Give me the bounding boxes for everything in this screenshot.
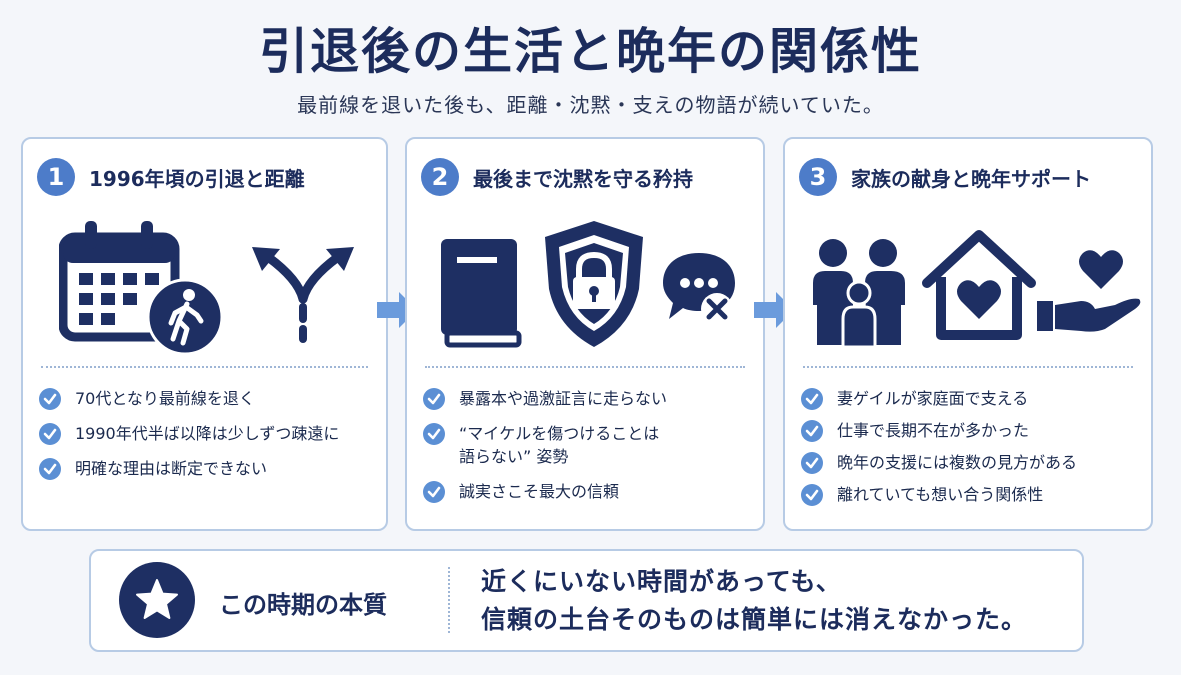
walking-person-icon bbox=[146, 278, 224, 356]
check-icon bbox=[423, 423, 445, 445]
list-item: 誠実さこそ最大の信頼 bbox=[423, 480, 755, 503]
list-item-text: 1990年代半ば以降は少しずつ疎遠に bbox=[75, 424, 340, 443]
page-title: 引退後の生活と晩年の関係性 bbox=[258, 23, 922, 80]
list-item: 明確な理由は断定できない bbox=[39, 457, 378, 480]
list-item: 仕事で長期不在が多かった bbox=[801, 419, 1143, 442]
summary-box: この時期の本質 近くにいない時間があっても、 信頼の土台そのものは簡単には消えな… bbox=[89, 549, 1084, 652]
list-item-line: “マイケルを傷つけることは bbox=[459, 424, 660, 443]
card-bullet-list: 暴露本や過激証言に走らない “マイケルを傷つけることは語らない” 姿勢 誠実さこ… bbox=[423, 387, 755, 515]
card-title: 家族の献身と晩年サポート bbox=[851, 166, 1091, 191]
list-item: 妻ゲイルが家庭面で支える bbox=[801, 387, 1143, 410]
card-icons bbox=[785, 217, 1151, 357]
check-icon bbox=[801, 452, 823, 474]
list-item-text: 暴露本や過激証言に走らない bbox=[459, 389, 668, 408]
diverging-paths-icon bbox=[252, 247, 354, 343]
check-icon bbox=[801, 484, 823, 506]
list-item-text: 70代となり最前線を退く bbox=[75, 389, 255, 408]
card-retirement: 1 1996年頃の引退と距離 bbox=[21, 137, 388, 531]
list-item: 晩年の支援には複数の見方がある bbox=[801, 451, 1143, 474]
divider bbox=[448, 567, 450, 633]
calendar-icon bbox=[59, 221, 180, 342]
card-title: 1996年頃の引退と距離 bbox=[89, 166, 305, 191]
summary-label: この時期の本質 bbox=[219, 591, 387, 619]
check-icon bbox=[423, 481, 445, 503]
family-icon bbox=[813, 239, 905, 349]
card-title: 最後まで沈黙を守る矜持 bbox=[473, 166, 693, 191]
speech-bubble-x-icon bbox=[663, 253, 735, 325]
list-item-text: 明確な理由は断定できない bbox=[75, 459, 268, 478]
list-item-text: 誠実さこそ最大の信頼 bbox=[459, 482, 620, 501]
shield-lock-icon bbox=[545, 221, 643, 347]
card-family: 3 家族の献身と晩年サポート 妻ゲイルが家庭面で支える 仕事で長期不在が多かった… bbox=[783, 137, 1153, 531]
list-item-text: 晩年の支援には複数の見方がある bbox=[837, 453, 1078, 472]
summary-text: 近くにいない時間があっても、 信頼の土台そのものは簡単には消えなかった。 bbox=[481, 563, 1027, 639]
list-item-text: 離れていても想い合う関係性 bbox=[837, 485, 1044, 504]
list-item: 1990年代半ば以降は少しずつ疎遠に bbox=[39, 422, 378, 445]
hand-heart-icon bbox=[1037, 250, 1141, 332]
card-header: 3 家族の献身と晩年サポート bbox=[799, 157, 1143, 197]
step-number-badge: 2 bbox=[421, 158, 459, 196]
divider bbox=[803, 366, 1133, 368]
check-icon bbox=[801, 388, 823, 410]
book-icon bbox=[441, 239, 522, 348]
card-icons bbox=[407, 217, 763, 357]
list-item-text: “マイケルを傷つけることは語らない” 姿勢 bbox=[459, 422, 659, 468]
card-bullet-list: 70代となり最前線を退く 1990年代半ば以降は少しずつ疎遠に 明確な理由は断定… bbox=[39, 387, 378, 492]
card-bullet-list: 妻ゲイルが家庭面で支える 仕事で長期不在が多かった 晩年の支援には複数の見方があ… bbox=[801, 387, 1143, 515]
list-item-line: 語らない” 姿勢 bbox=[459, 447, 569, 466]
check-icon bbox=[801, 420, 823, 442]
card-silence: 2 最後まで沈黙を守る矜持 暴露本や過激証言に走らない “マイケルを傷つけること… bbox=[405, 137, 765, 531]
check-icon bbox=[39, 388, 61, 410]
list-item: 70代となり最前線を退く bbox=[39, 387, 378, 410]
check-icon bbox=[39, 458, 61, 480]
list-item-text: 仕事で長期不在が多かった bbox=[837, 421, 1030, 440]
summary-line: 近くにいない時間があっても、 bbox=[481, 567, 842, 596]
step-number-badge: 3 bbox=[799, 158, 837, 196]
summary-line: 信頼の土台そのものは簡単には消えなかった。 bbox=[481, 605, 1028, 634]
list-item: 暴露本や過激証言に走らない bbox=[423, 387, 755, 410]
card-header: 1 1996年頃の引退と距離 bbox=[37, 157, 378, 197]
divider bbox=[425, 366, 745, 368]
star-icon bbox=[119, 562, 195, 638]
list-item: 離れていても想い合う関係性 bbox=[801, 483, 1143, 506]
card-icons bbox=[23, 217, 386, 357]
list-item: “マイケルを傷つけることは語らない” 姿勢 bbox=[423, 422, 755, 468]
check-icon bbox=[39, 423, 61, 445]
divider bbox=[41, 366, 368, 368]
check-icon bbox=[423, 388, 445, 410]
home-heart-icon bbox=[922, 230, 1036, 340]
list-item-text: 妻ゲイルが家庭面で支える bbox=[837, 389, 1029, 408]
page-subtitle: 最前線を退いた後も、距離・沈黙・支えの物語が続いていた。 bbox=[297, 93, 884, 117]
card-header: 2 最後まで沈黙を守る矜持 bbox=[421, 157, 755, 197]
step-number-badge: 1 bbox=[37, 158, 75, 196]
